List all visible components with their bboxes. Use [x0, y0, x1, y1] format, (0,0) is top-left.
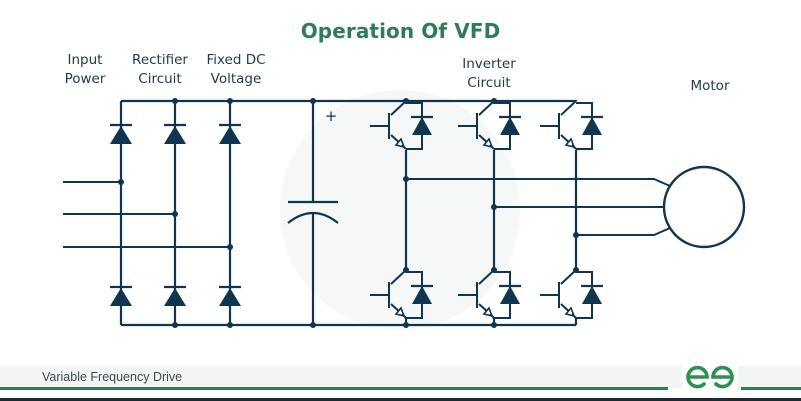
label-input-power: Input Power	[64, 52, 106, 87]
diode-icon	[217, 123, 243, 146]
diode-icon	[108, 123, 134, 146]
diagram-title: Operation Of VFD	[300, 19, 501, 43]
footer-bottom-bar	[0, 398, 801, 401]
footer-divider-left	[0, 387, 668, 390]
transistor-icon	[538, 267, 605, 320]
inverter-leg-1	[368, 98, 435, 325]
background-watermark	[280, 90, 520, 330]
diode-icon	[108, 285, 134, 308]
inverter-leg-3	[538, 98, 605, 325]
label-inverter-circuit: Inverter Circuit	[462, 56, 516, 91]
diode-icon	[162, 285, 188, 308]
transistor-icon	[538, 98, 605, 151]
diode-icon	[162, 123, 188, 146]
footer-divider-right	[741, 387, 801, 390]
label-motor: Motor	[690, 78, 730, 94]
input-phase-wires	[63, 179, 233, 250]
footer-caption: Variable Frequency Drive	[42, 370, 183, 384]
dc-link-capacitor-icon	[287, 101, 339, 325]
capacitor-polarity-plus: +	[325, 107, 338, 125]
vfd-circuit-diagram: +	[63, 90, 746, 330]
label-rectifier-circuit: Rectifier Circuit	[132, 52, 188, 87]
geeksforgeeks-logo-icon	[682, 362, 738, 392]
motor-icon	[662, 165, 746, 249]
footer-band	[0, 366, 801, 388]
diode-icon	[217, 285, 243, 308]
label-fixed-dc-voltage: Fixed DC Voltage	[206, 52, 266, 87]
output-phase-wires	[403, 176, 671, 238]
rectifier-leg-3	[217, 101, 243, 325]
